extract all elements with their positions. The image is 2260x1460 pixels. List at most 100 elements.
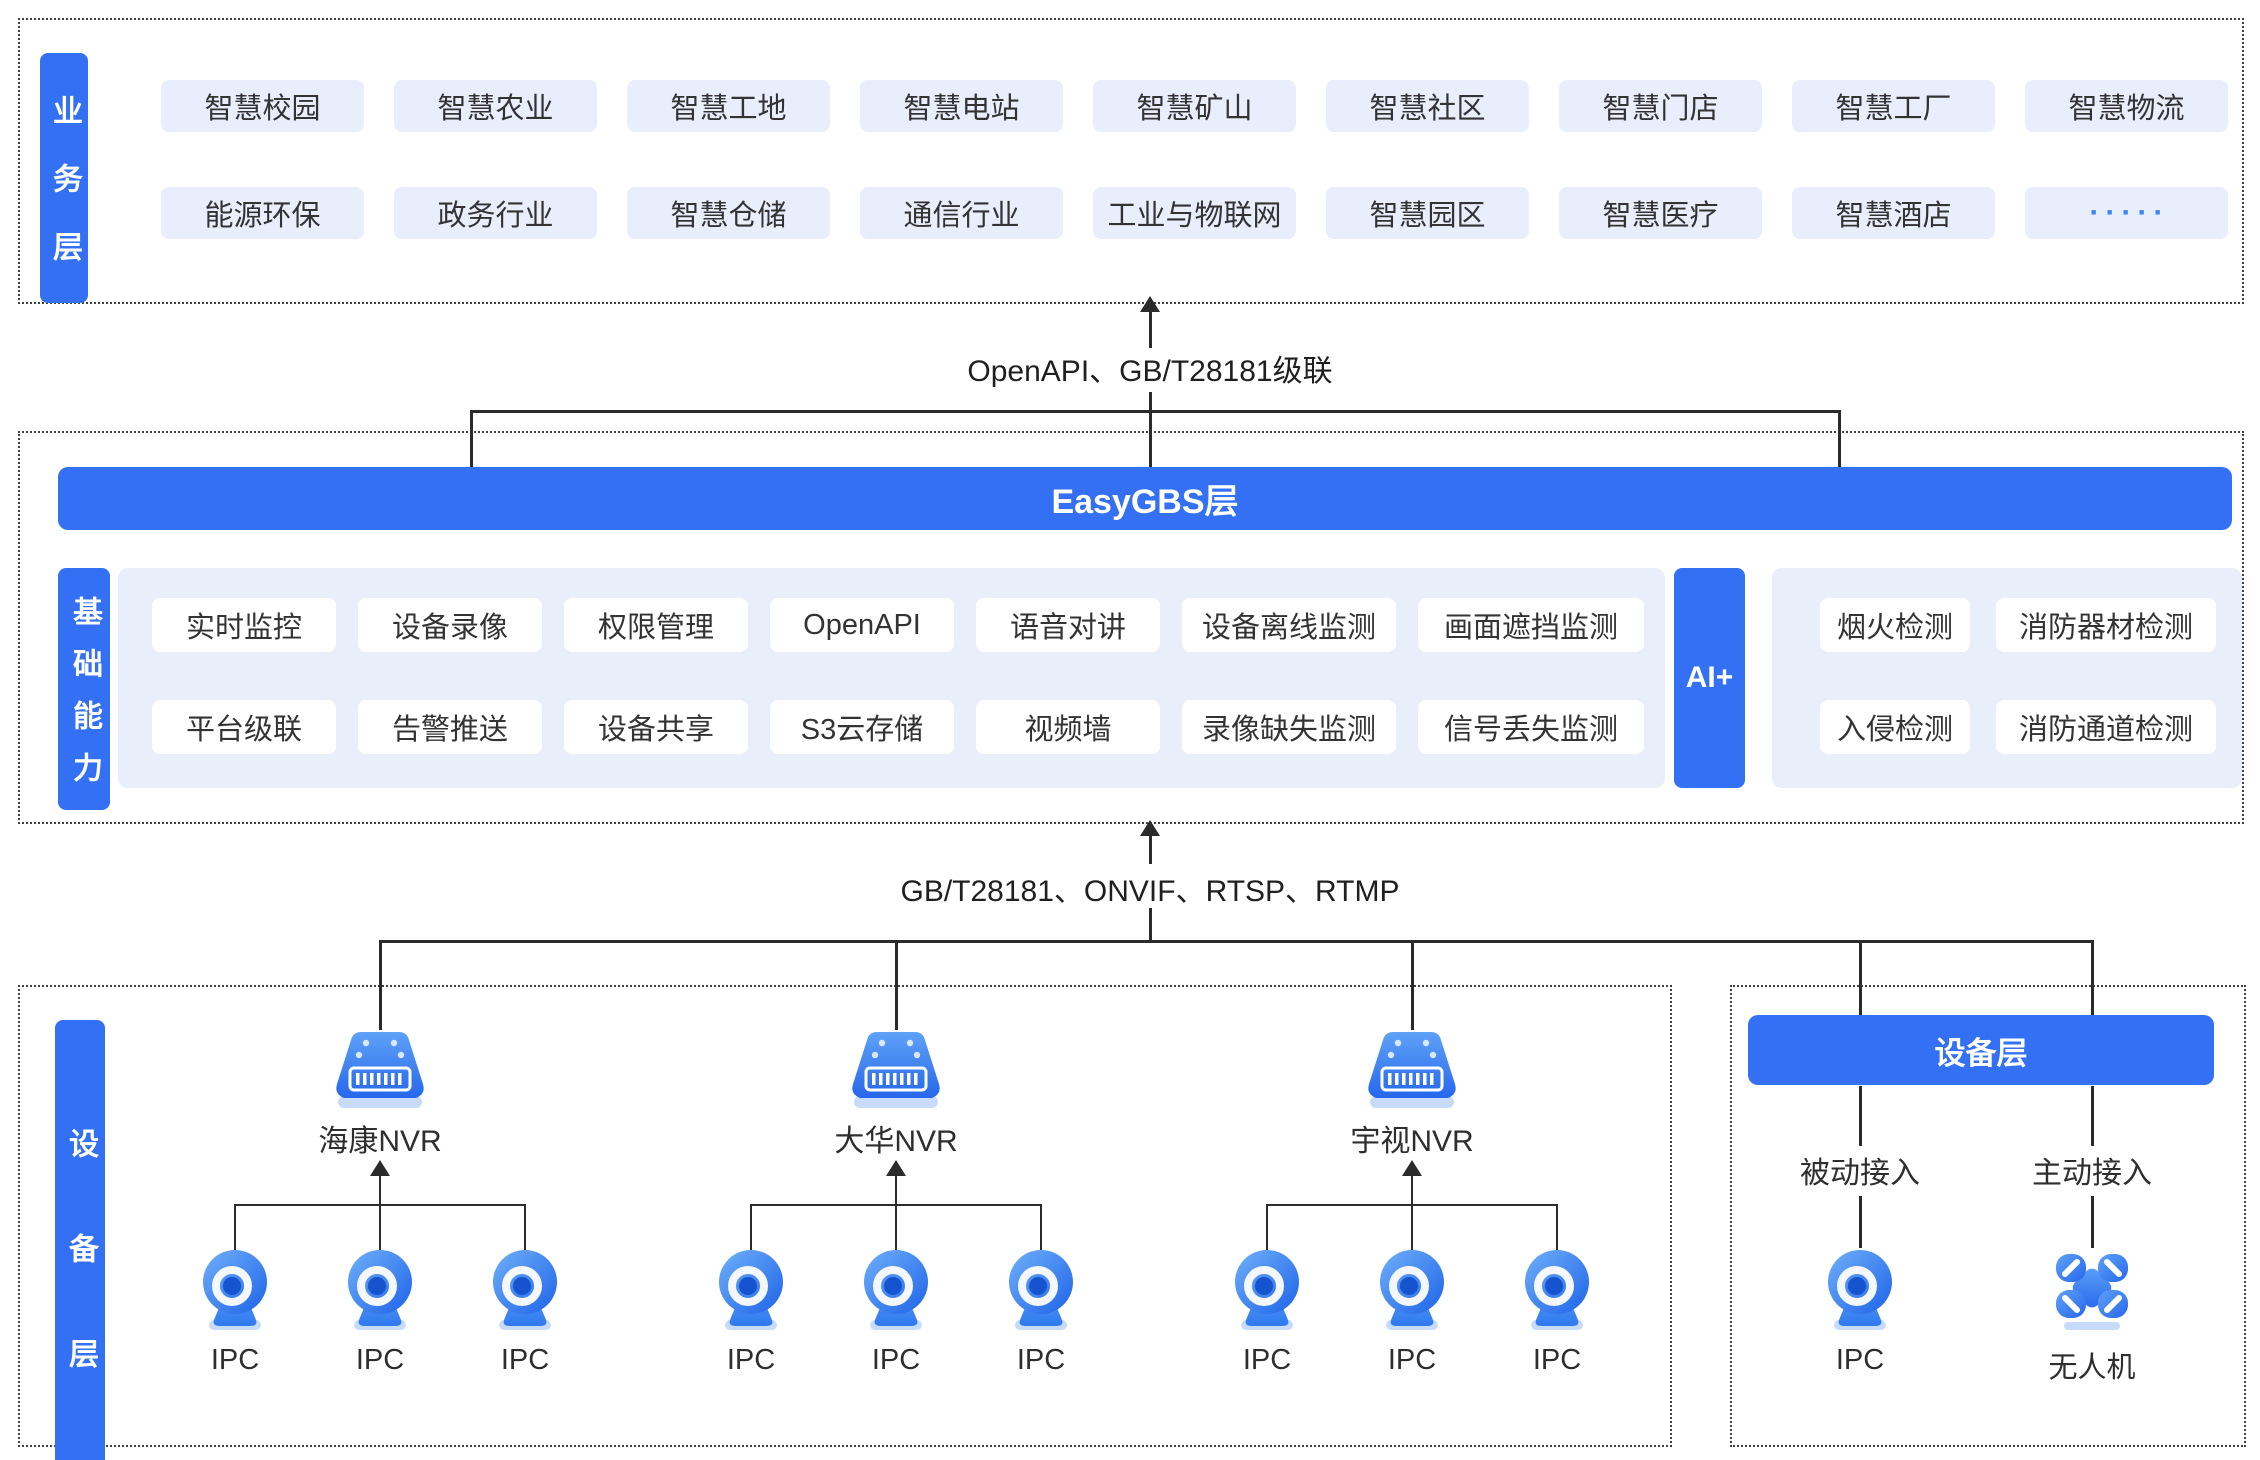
business-chip: 工业与物联网 bbox=[1093, 187, 1296, 239]
capability-chip: 视频墙 bbox=[976, 700, 1160, 754]
connector-line bbox=[2090, 1196, 2094, 1248]
business-chip: 智慧电站 bbox=[860, 80, 1063, 132]
capability-chip: 告警推送 bbox=[358, 700, 542, 754]
ipc-camera-icon bbox=[1227, 1248, 1307, 1332]
nvr-recorder-icon bbox=[328, 1028, 432, 1112]
link-label-bottom: GB/T28181、ONVIF、RTSP、RTMP bbox=[900, 875, 1400, 908]
business-layer-box bbox=[18, 18, 2244, 304]
capability-chip: 录像缺失监测 bbox=[1182, 700, 1396, 754]
ai-chip: 消防通道检测 bbox=[1996, 700, 2216, 754]
connector-line bbox=[1148, 836, 1152, 864]
device-label: 无人机 bbox=[2048, 1352, 2136, 1384]
connector-line bbox=[750, 1204, 752, 1250]
capability-chip: 设备录像 bbox=[358, 598, 542, 652]
ipc-camera-icon bbox=[856, 1248, 936, 1332]
connector-line bbox=[895, 1174, 897, 1206]
ipc-camera-icon bbox=[340, 1248, 420, 1332]
capability-chip: 画面遮挡监测 bbox=[1418, 598, 1644, 652]
business-chip: 通信行业 bbox=[860, 187, 1063, 239]
device-label: IPC bbox=[726, 1344, 776, 1376]
business-chip: 政务行业 bbox=[394, 187, 597, 239]
connector-line bbox=[379, 1174, 381, 1206]
connector-line bbox=[1410, 940, 1414, 1030]
connector-line bbox=[524, 1204, 526, 1250]
business-chip: 智慧仓储 bbox=[627, 187, 830, 239]
capability-chip: 设备离线监测 bbox=[1182, 598, 1396, 652]
connector-line bbox=[378, 940, 382, 1030]
connector-line bbox=[471, 410, 1839, 413]
business-chip: 智慧园区 bbox=[1326, 187, 1529, 239]
ipc-camera-icon bbox=[1001, 1248, 1081, 1332]
ipc-camera-icon bbox=[1517, 1248, 1597, 1332]
device-label: IPC bbox=[1016, 1344, 1066, 1376]
device-label: IPC bbox=[1835, 1344, 1885, 1376]
business-chip: 智慧门店 bbox=[1559, 80, 1762, 132]
capability-label: 基础能力 bbox=[58, 568, 110, 810]
device-label: 海康NVR bbox=[318, 1125, 442, 1158]
ipc-camera-icon bbox=[1372, 1248, 1452, 1332]
business-layer-label: 业务层 bbox=[40, 53, 88, 303]
connector-line bbox=[1040, 1204, 1042, 1250]
arrow-up-icon bbox=[1140, 296, 1160, 312]
connector-line bbox=[2090, 940, 2094, 1016]
device-label: IPC bbox=[355, 1344, 405, 1376]
arrow-up-icon bbox=[1402, 1160, 1422, 1176]
drone-icon bbox=[2052, 1248, 2132, 1332]
ai-chip-grid: 烟火检测消防器材检测入侵检测消防通道检测 bbox=[1820, 598, 2216, 754]
connector-line bbox=[234, 1204, 236, 1250]
connector-line bbox=[894, 940, 898, 1030]
device-label: IPC bbox=[1387, 1344, 1437, 1376]
nvr-recorder-icon bbox=[1360, 1028, 1464, 1112]
business-chip: 能源环保 bbox=[161, 187, 364, 239]
connector-line bbox=[1858, 1086, 1862, 1146]
device-label: 大华NVR bbox=[834, 1125, 958, 1158]
device-label: IPC bbox=[210, 1344, 260, 1376]
connector-line bbox=[1411, 1174, 1413, 1206]
business-chip: 智慧医疗 bbox=[1559, 187, 1762, 239]
business-chip-grid: 智慧校园智慧农业智慧工地智慧电站智慧矿山智慧社区智慧门店智慧工厂智慧物流能源环保… bbox=[161, 80, 2228, 239]
ai-chip: 烟火检测 bbox=[1820, 598, 1970, 652]
platform-layer-box bbox=[18, 431, 2244, 824]
device-label: 主动接入 bbox=[2032, 1157, 2152, 1190]
connector-line bbox=[895, 1204, 897, 1250]
device-label: IPC bbox=[871, 1344, 921, 1376]
capability-chip: 设备共享 bbox=[564, 700, 748, 754]
connector-line bbox=[1858, 1196, 1862, 1248]
link-label-top: OpenAPI、GB/T28181级联 bbox=[967, 355, 1333, 388]
business-chip: 智慧酒店 bbox=[1792, 187, 1995, 239]
nvr-recorder-icon bbox=[844, 1028, 948, 1112]
business-chip: 智慧农业 bbox=[394, 80, 597, 132]
ai-chip: 消防器材检测 bbox=[1996, 598, 2216, 652]
device-label: IPC bbox=[1242, 1344, 1292, 1376]
business-chip: 智慧矿山 bbox=[1093, 80, 1296, 132]
connector-line bbox=[1556, 1204, 1558, 1250]
connector-line bbox=[1837, 410, 1841, 467]
connector-line bbox=[1148, 392, 1152, 467]
ipc-camera-icon bbox=[1820, 1248, 1900, 1332]
ipc-camera-icon bbox=[711, 1248, 791, 1332]
ipc-camera-icon bbox=[485, 1248, 565, 1332]
more-ellipsis-chip: ····· bbox=[2025, 187, 2228, 239]
business-chip: 智慧社区 bbox=[1326, 80, 1529, 132]
connector-line bbox=[380, 940, 2092, 943]
device-layer-banner: 设备层 bbox=[1748, 1015, 2214, 1085]
device-label: 被动接入 bbox=[1800, 1157, 1920, 1190]
capability-chip: S3云存储 bbox=[770, 700, 954, 754]
connector-line bbox=[2090, 1086, 2094, 1146]
connector-line bbox=[1411, 1204, 1413, 1250]
device-layer-right-box bbox=[1730, 985, 2246, 1447]
device-label: IPC bbox=[1532, 1344, 1582, 1376]
capability-chip: 实时监控 bbox=[152, 598, 336, 652]
connector-line bbox=[1266, 1204, 1268, 1250]
business-chip: 智慧物流 bbox=[2025, 80, 2228, 132]
capability-chip: 语音对讲 bbox=[976, 598, 1160, 652]
device-label: IPC bbox=[500, 1344, 550, 1376]
connector-line bbox=[469, 410, 473, 467]
business-chip: 智慧校园 bbox=[161, 80, 364, 132]
ai-chip: 入侵检测 bbox=[1820, 700, 1970, 754]
connector-line bbox=[1858, 940, 1862, 1016]
arrow-up-icon bbox=[370, 1160, 390, 1176]
arrow-up-icon bbox=[886, 1160, 906, 1176]
